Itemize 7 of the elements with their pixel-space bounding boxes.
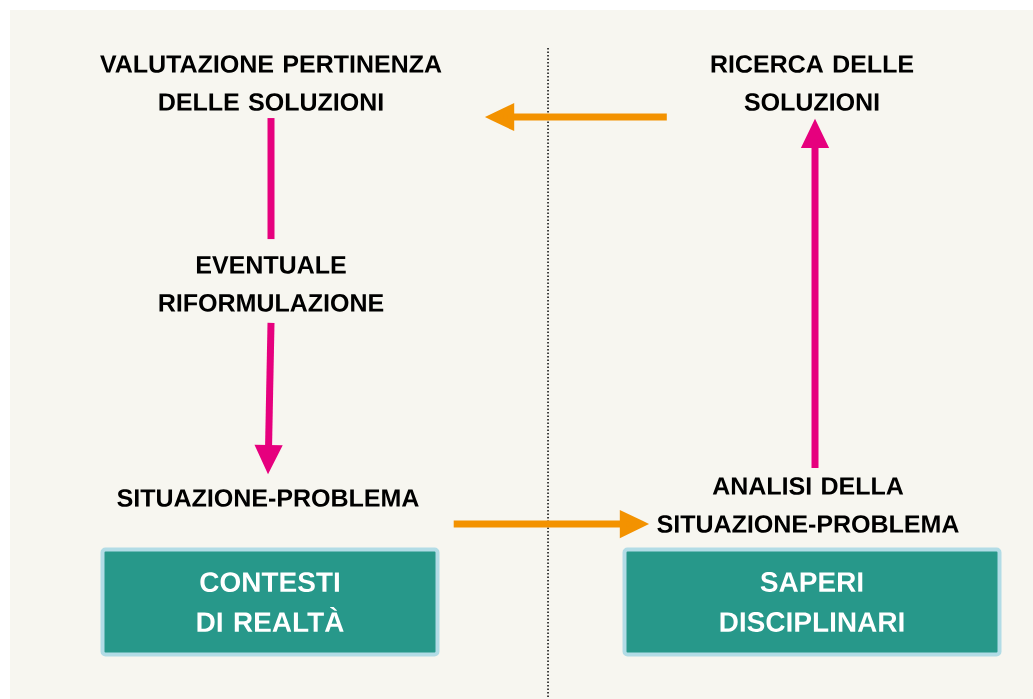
step-label: RICERCA DELLE SOLUZIONI: [711, 55, 914, 111]
step-label: EVENTUALE RIFORMULAZIONE: [159, 256, 384, 312]
category-box: SAPERI DISCIPLINARI: [622, 547, 1002, 657]
step-label: ANALISI DELLA SITUAZIONE-PROBLEMA: [657, 477, 959, 533]
step-label: VALUTAZIONE PERTINENZA DELLE SOLUZIONI: [100, 55, 442, 111]
step-label: SITUAZIONE-PROBLEMA: [117, 489, 419, 507]
category-box: CONTESTI DI REALTÀ: [100, 547, 440, 657]
